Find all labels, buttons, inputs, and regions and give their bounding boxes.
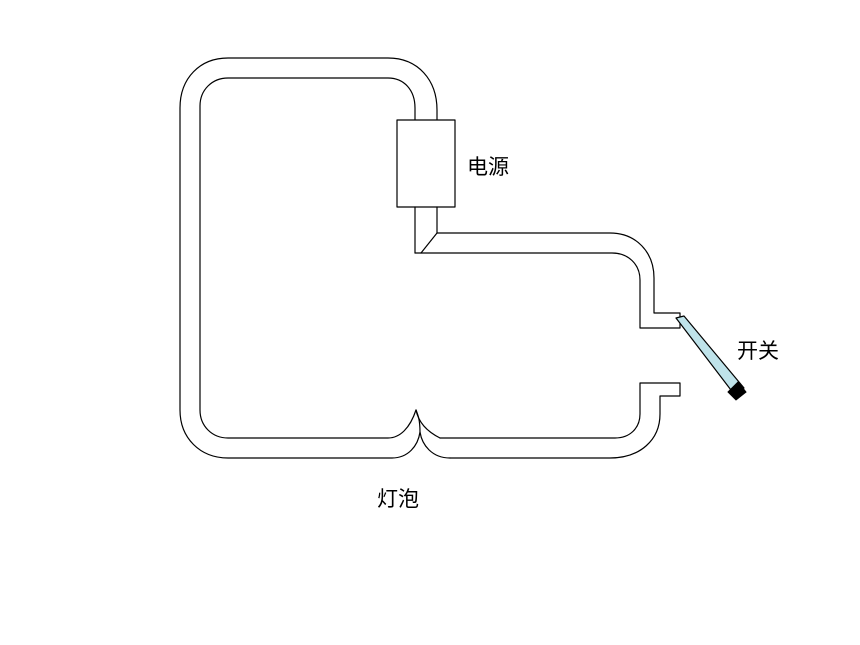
switch-label: 开关 <box>737 339 779 363</box>
wire-inner-left-loop <box>199 77 417 439</box>
wire-corner-diagonal <box>420 232 438 254</box>
wire-top-right <box>414 232 681 329</box>
wire-bottom-right <box>439 382 681 459</box>
power-source-label: 电源 <box>467 155 509 179</box>
bulb-label: 灯泡 <box>377 487 419 511</box>
switch-handle <box>727 381 747 401</box>
switch-blade <box>675 315 745 395</box>
power-source-box <box>396 119 456 208</box>
switch <box>675 315 747 401</box>
bulb-bulge-inner <box>415 409 441 439</box>
wire-outer-left-loop <box>179 57 438 459</box>
